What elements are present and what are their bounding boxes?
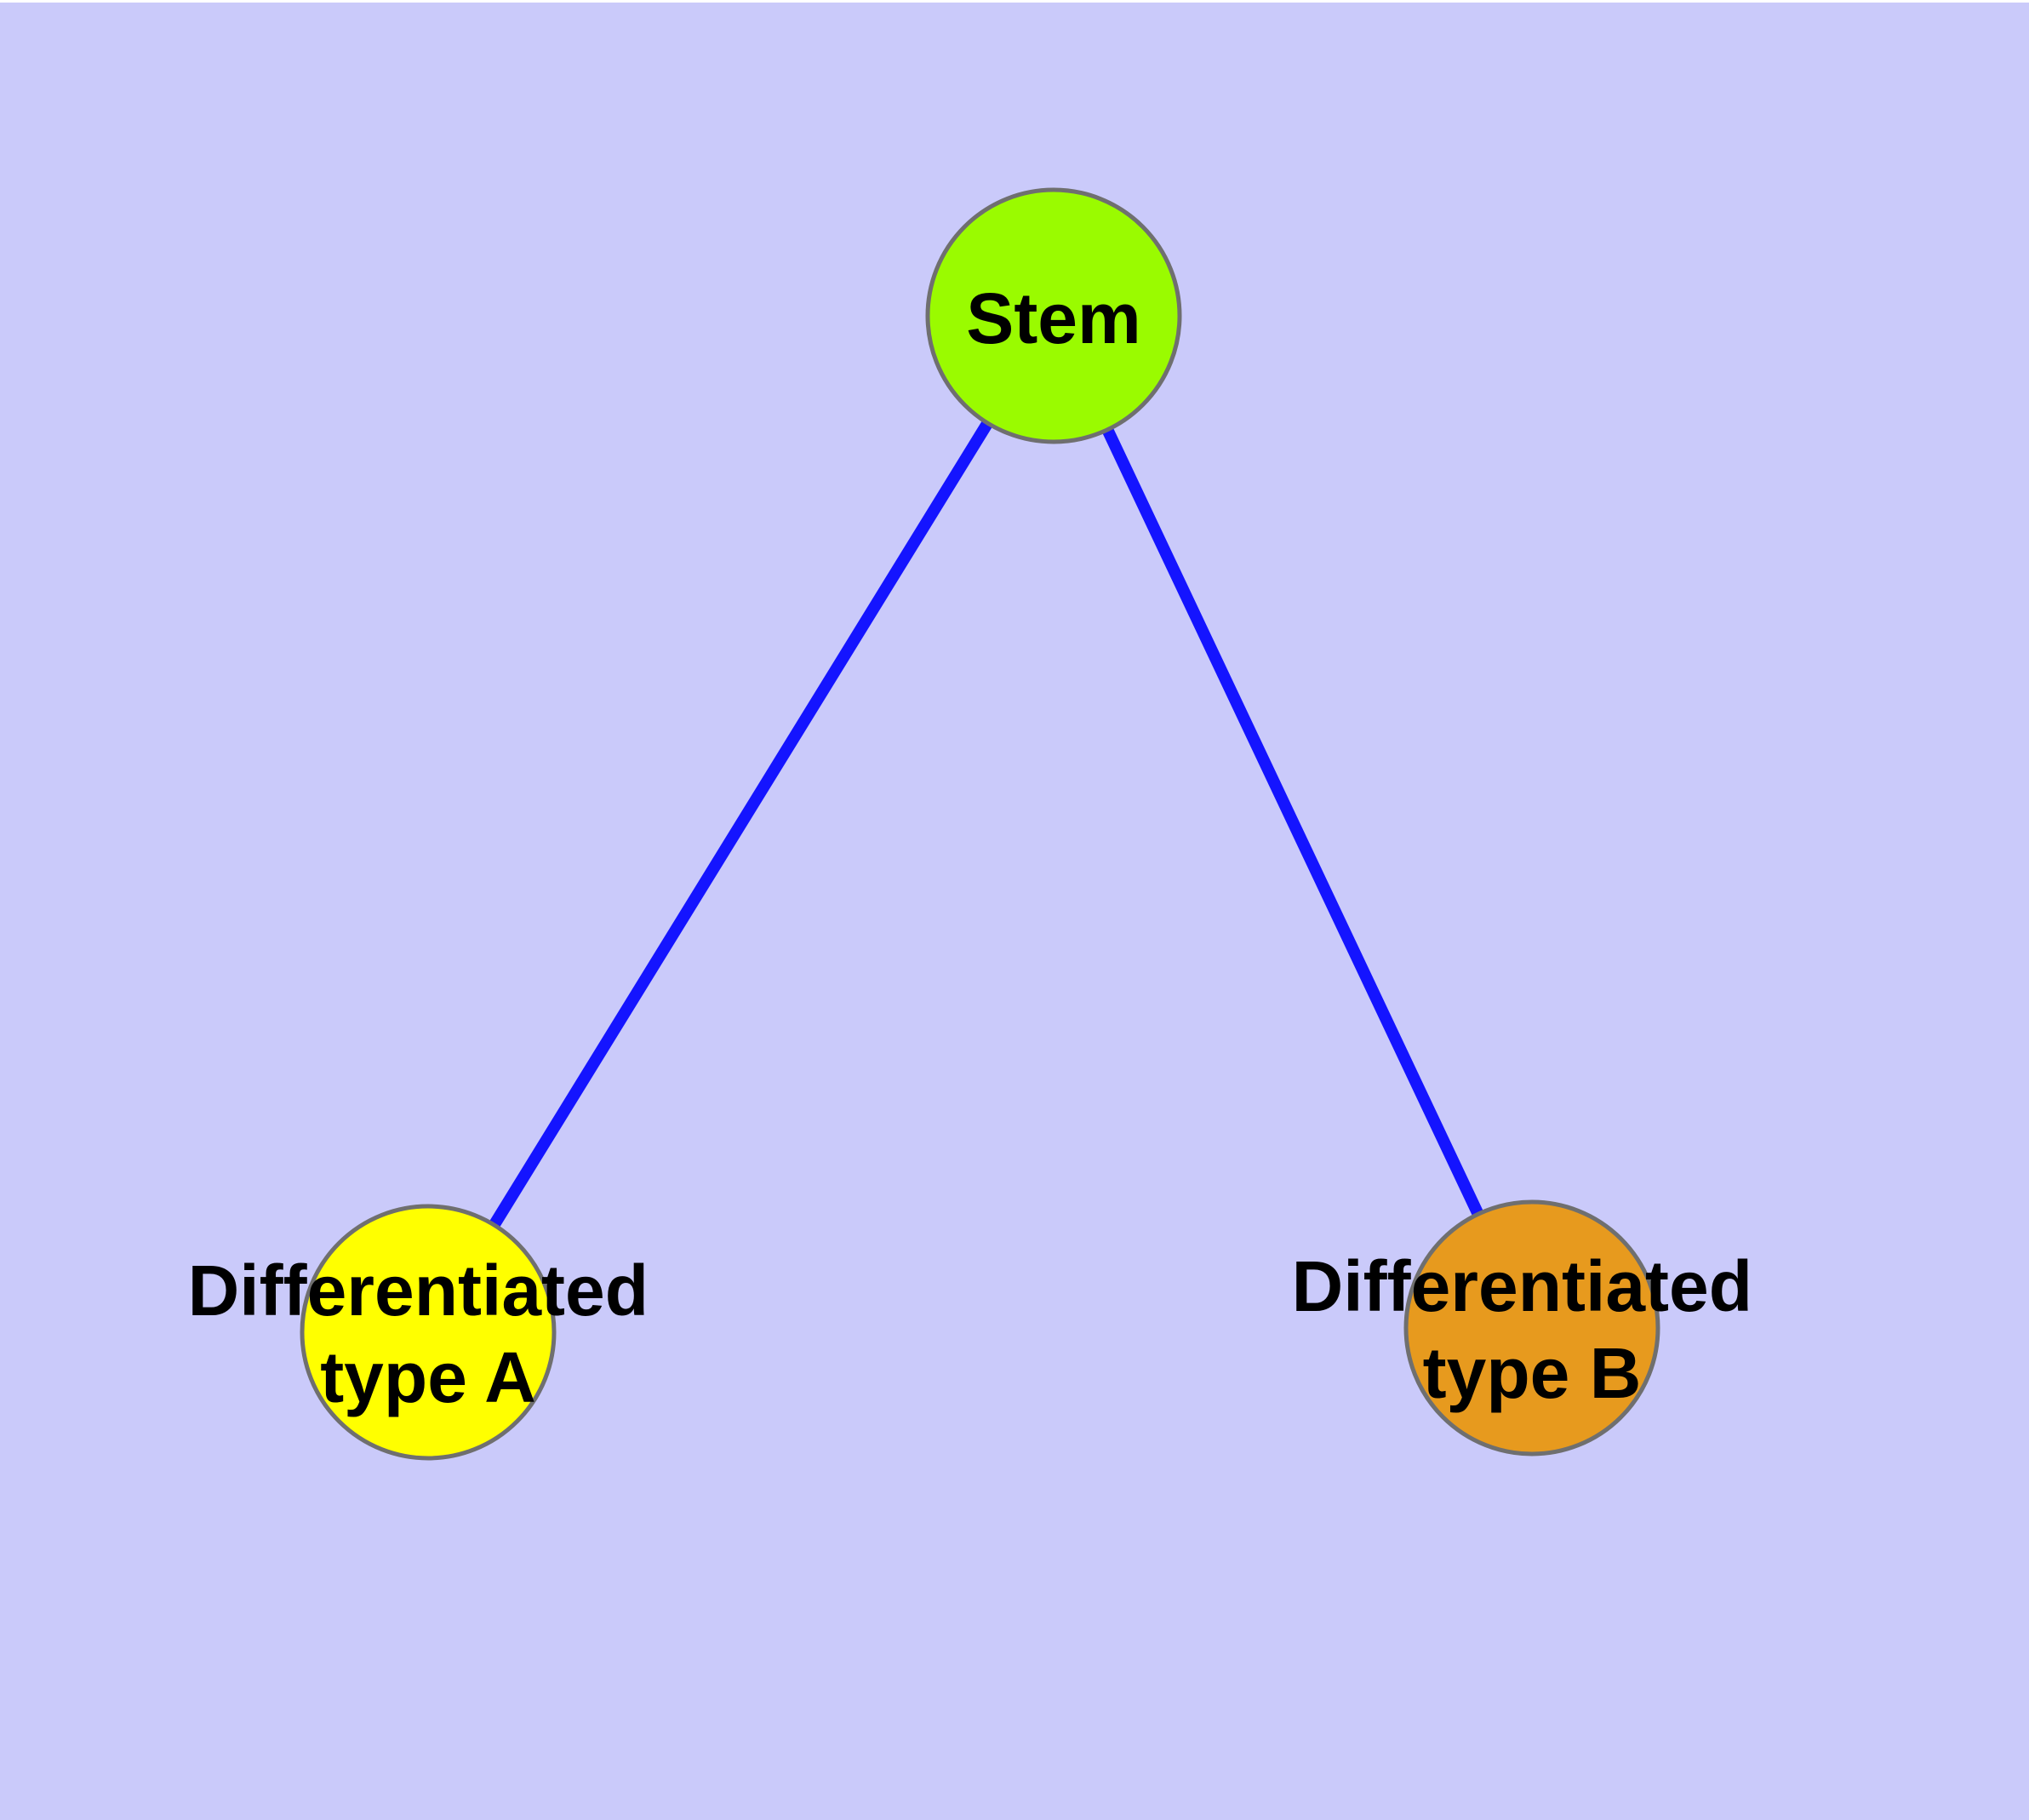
type-a-label-line2: type A bbox=[320, 1337, 536, 1417]
type-a-label-line1: Differentiated bbox=[188, 1251, 649, 1331]
type-b-node bbox=[1403, 1199, 1660, 1457]
type-a-node-label: Differentiated type A bbox=[188, 1251, 669, 1417]
stem-node-label: Stem bbox=[966, 278, 1140, 358]
type-b-label-line2: type B bbox=[1423, 1333, 1642, 1413]
edge-stem-to-type-a bbox=[422, 310, 1060, 1338]
type-b-label-line1: Differentiated bbox=[1292, 1246, 1752, 1326]
type-a-node bbox=[300, 1204, 557, 1461]
edge-stem-to-type-b bbox=[1048, 310, 1538, 1334]
stem-node bbox=[925, 187, 1182, 444]
type-b-node-label: Differentiated type B bbox=[1292, 1246, 1773, 1413]
